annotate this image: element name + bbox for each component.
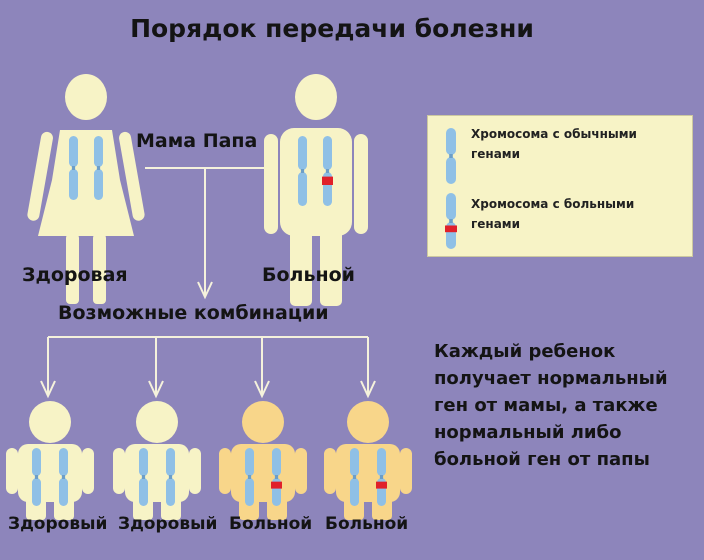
- chromosome-icon: [69, 136, 78, 200]
- head-icon: [242, 401, 284, 443]
- chromosome-icon: [350, 448, 359, 506]
- child-figure: [219, 401, 307, 520]
- arrow-icon: [254, 337, 270, 399]
- sick-chromosome-icon: [445, 193, 457, 249]
- child-figure: [113, 401, 201, 520]
- arrow-icon: [40, 337, 56, 399]
- defect-gene-mark: [445, 225, 457, 233]
- chromosome-icon: [446, 128, 456, 184]
- defect-gene-mark: [271, 481, 282, 489]
- chromosome-icon: [166, 448, 175, 506]
- head-icon: [136, 401, 178, 443]
- child-label: Больной: [325, 514, 409, 534]
- chromosome-icon: [445, 193, 457, 249]
- child-label: Здоровый: [118, 514, 218, 534]
- legend-box: Хромосома с обычными генами Хромосома с …: [427, 115, 693, 257]
- parents-label: Мама Папа: [136, 130, 258, 152]
- connector-lines: [40, 167, 376, 399]
- head-icon: [65, 74, 107, 120]
- mother-status-label: Здоровая: [22, 264, 128, 286]
- chromosome-icon: [298, 136, 307, 206]
- page-title: Порядок передачи болезни: [130, 14, 534, 43]
- combinations-label: Возможные комбинации: [58, 302, 329, 324]
- defect-gene-mark: [376, 481, 387, 489]
- figures: [6, 74, 412, 520]
- child-label: Здоровый: [8, 514, 108, 534]
- explanation-text: Каждый ребенок получает нормальный ген о…: [434, 341, 668, 470]
- chromosome-icon: [271, 448, 282, 506]
- mother-figure: [27, 74, 145, 304]
- chromosome-icon: [245, 448, 254, 506]
- arrow-icon: [197, 168, 213, 300]
- legend-normal-text: Хромосома с обычными генами: [471, 127, 637, 161]
- chromosome-icon: [32, 448, 41, 506]
- father-status-label: Больной: [262, 264, 355, 286]
- child-label: Больной: [229, 514, 313, 534]
- defect-gene-mark: [322, 176, 333, 185]
- legend-sick-text: Хромосома с больными генами: [471, 197, 635, 231]
- chromosome-icon: [59, 448, 68, 506]
- chromosome-icon: [322, 136, 333, 206]
- head-icon: [295, 74, 337, 120]
- chromosome-icon: [139, 448, 148, 506]
- chromosome-icon: [376, 448, 387, 506]
- father-figure: [264, 74, 368, 306]
- arrow-icon: [148, 337, 164, 399]
- child-figure: [6, 401, 94, 520]
- arrow-icon: [360, 337, 376, 399]
- normal-chromosome-icon: [446, 128, 456, 184]
- chromosome-icon: [94, 136, 103, 200]
- head-icon: [347, 401, 389, 443]
- child-figure: [324, 401, 412, 520]
- head-icon: [29, 401, 71, 443]
